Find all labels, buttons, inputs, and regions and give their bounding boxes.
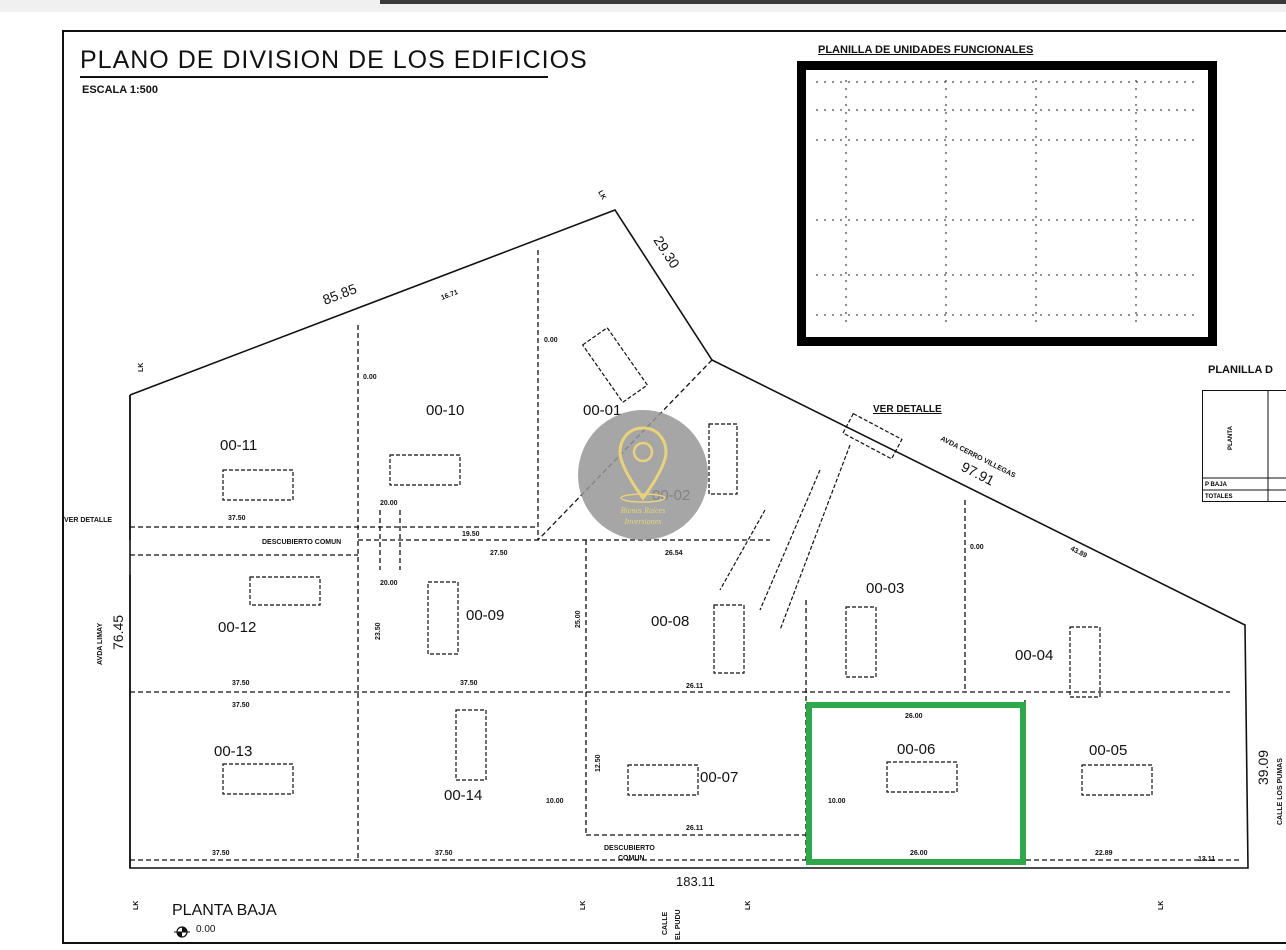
highlight-unit-00-06 [806, 702, 1026, 865]
unit-label-00-07: 00-07 [700, 769, 738, 786]
schedule2-row-pbaja: P BAJA [1205, 482, 1228, 488]
lk-label-south-3: LK [745, 901, 752, 910]
dim-12-50: 12.50 [595, 754, 602, 772]
dim-20-00-a: 20.00 [380, 500, 398, 507]
level-value: 0.00 [196, 924, 216, 935]
lk-label-south-1: LK [133, 901, 140, 910]
dim-37-50-f: 37.50 [435, 850, 453, 857]
unit-label-00-05: 00-05 [1089, 742, 1127, 759]
dim-0-00-c: 0.00 [970, 544, 984, 551]
dim-26-11-a: 26.11 [686, 683, 703, 690]
dim-0-00-b: 0.00 [544, 337, 558, 344]
unit-label-00-03: 00-03 [866, 580, 904, 597]
dim-27-50: 27.50 [490, 550, 508, 557]
ver-detalle-right-label: VER DETALLE [873, 404, 942, 415]
drawing-frame [62, 30, 1286, 944]
descubierto-label-2a: DESCUBIERTO [604, 845, 655, 852]
dim-26-11-b: 26.11 [686, 825, 703, 832]
watermark-seal: Bienes Raíces Inversiones [578, 410, 708, 540]
unit-label-00-13: 00-13 [214, 743, 252, 760]
schedule2-table: PLANTA P BAJA TOTALES [1202, 390, 1286, 502]
plan-scale: ESCALA 1:500 [82, 84, 159, 96]
unit-label-00-09: 00-09 [466, 607, 504, 624]
watermark-text-line2: Inversiones [624, 517, 662, 526]
lk-label-west: LK [138, 363, 145, 372]
unit-label-00-11: 00-11 [220, 437, 257, 454]
dim-13-11: 13.11 [1198, 856, 1215, 863]
street-name-east: CALLE LOS PUMAS [1277, 758, 1284, 825]
location-pin-icon [618, 426, 668, 503]
unit-label-00-04: 00-04 [1015, 647, 1053, 664]
dim-26-54: 26.54 [665, 550, 683, 557]
street-dim-north-east: 29.30 [650, 233, 683, 271]
plan-title-underline [80, 76, 548, 78]
schedule-title: PLANILLA DE UNIDADES FUNCIONALES [818, 44, 1034, 56]
street-dim-west: 76.45 [110, 615, 126, 650]
dim-20-00-b: 20.00 [380, 580, 398, 587]
descubierto-comun-label: DESCUBIERTO COMUN [262, 539, 341, 546]
floor-label: PLANTA BAJA [172, 902, 277, 919]
schedule2-row-totales: TOTALES [1205, 494, 1232, 500]
dim-22-89: 22.89 [1095, 850, 1113, 857]
dim-37-50-a: 37.50 [228, 515, 246, 522]
dim-26-00-b: 26.00 [910, 850, 928, 857]
lk-label-south-2: LK [580, 901, 587, 910]
street-name-south-2: EL PUDU [675, 909, 682, 940]
watermark-text-line1: Bienes Raíces [620, 506, 666, 515]
unit-label-00-08: 00-08 [651, 613, 689, 630]
lk-label-south-4: LK [1158, 901, 1165, 910]
unit-label-00-06: 00-06 [897, 741, 935, 758]
unit-label-00-01: 00-01 [583, 402, 621, 419]
level-marker-icon [174, 926, 190, 938]
street-dim-south: 183.11 [676, 874, 715, 889]
dim-37-50-c: 37.50 [232, 702, 250, 709]
street-dim-east: 39.09 [1255, 750, 1271, 785]
schedule2-header-planta: PLANTA [1228, 425, 1234, 450]
dim-25-00: 25.00 [575, 610, 582, 628]
dim-26-00-a: 26.00 [905, 713, 923, 720]
ver-detalle-left-label: VER DETALLE [64, 517, 112, 524]
dim-10-00-b: 10.00 [828, 798, 846, 805]
schedule-table-sketch [816, 80, 1198, 325]
dim-37-50-d: 37.50 [212, 850, 230, 857]
top-bar [0, 0, 1286, 12]
plan-title: PLANO DE DIVISION DE LOS EDIFICIOS [80, 46, 588, 74]
dim-37-50-e: 37.50 [460, 680, 478, 687]
dim-0-00-a: 0.00 [363, 374, 377, 381]
dim-43-89: 43.89 [1069, 546, 1088, 560]
dim-10-00-a: 10.00 [546, 798, 564, 805]
schedule-table-box [797, 61, 1217, 346]
schedule2-title: PLANILLA D [1208, 364, 1273, 376]
descubierto-label-2b: COMUN [618, 855, 644, 862]
unit-label-00-12: 00-12 [218, 619, 256, 636]
dim-37-50-b: 37.50 [232, 680, 250, 687]
street-dim-north-west: 85.85 [320, 280, 359, 308]
lk-label-north: LK [596, 190, 607, 202]
street-name-west: AVDA LIMAY [97, 623, 104, 665]
dim-19-50: 19.50 [462, 531, 480, 538]
dim-16-71: 16.71 [440, 289, 459, 302]
unit-label-00-14: 00-14 [444, 787, 482, 804]
dim-23-50: 23.50 [375, 622, 382, 640]
unit-label-00-10: 00-10 [426, 402, 464, 419]
street-name-south-1: CALLE [662, 911, 669, 935]
top-bar-dark-strip [380, 0, 1286, 4]
